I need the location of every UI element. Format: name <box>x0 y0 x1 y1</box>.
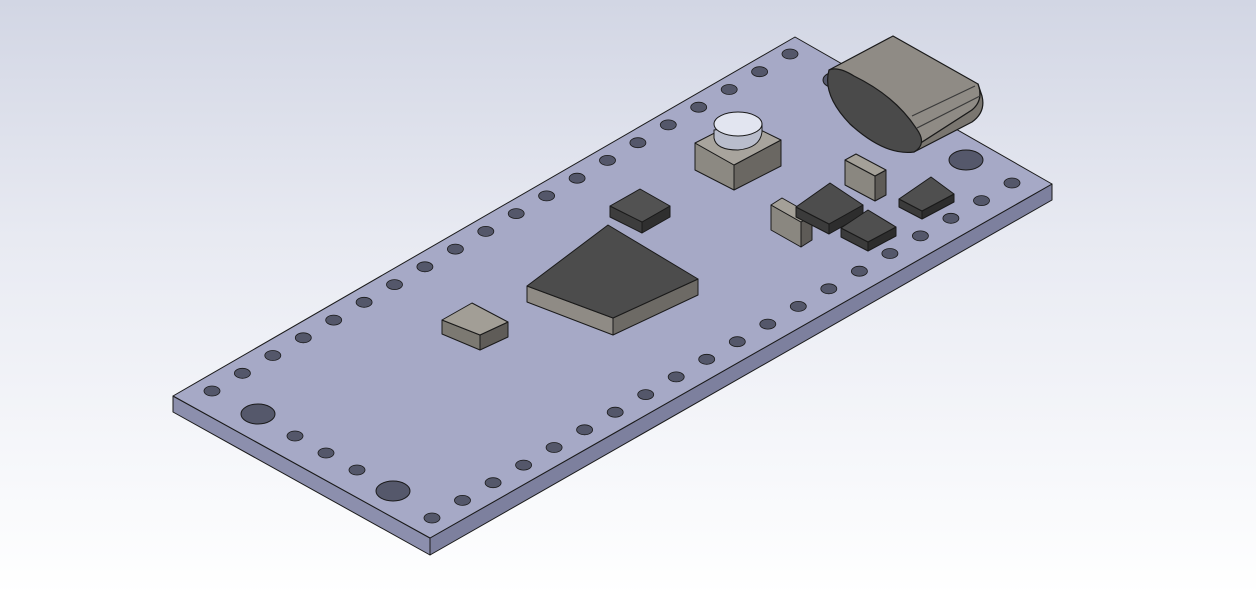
pin-hole <box>545 442 563 453</box>
pin-hole <box>286 430 304 442</box>
pin-hole <box>851 265 868 277</box>
pin-hole <box>325 314 343 326</box>
chip-top <box>609 188 671 223</box>
pin-holes <box>203 48 1021 524</box>
pin-hole <box>881 248 899 259</box>
pin-hole <box>294 332 312 344</box>
pin-hole <box>912 230 929 242</box>
pin-hole <box>1003 177 1021 189</box>
pin-hole <box>781 48 799 60</box>
pin-hole <box>233 367 251 379</box>
usb-c-connector <box>827 35 984 154</box>
pin-hole <box>659 119 677 131</box>
pin-hole <box>507 208 525 220</box>
pin-hole <box>973 195 990 207</box>
pin-hole <box>606 406 624 418</box>
mounting-hole <box>375 480 411 502</box>
pin-hole <box>576 424 593 436</box>
chip-top <box>898 176 955 212</box>
pin-hole <box>720 84 738 95</box>
mounting-hole <box>948 149 984 171</box>
crystal-top <box>441 302 509 336</box>
pin-hole <box>477 225 495 237</box>
usb-seam-line <box>916 95 981 129</box>
pin-hole <box>690 101 708 113</box>
pin-hole <box>203 385 221 397</box>
pin-hole <box>599 154 616 166</box>
pin-hole <box>416 261 434 273</box>
capacitor-top <box>844 153 887 177</box>
pin-hole <box>789 300 807 312</box>
pin-hole <box>698 353 716 365</box>
pin-hole <box>942 212 960 224</box>
usb-opening <box>827 68 923 154</box>
pin-hole <box>515 459 532 471</box>
pin-hole <box>348 464 366 476</box>
pin-hole <box>484 477 502 489</box>
pin-hole <box>264 350 282 361</box>
push-button <box>694 111 782 191</box>
pin-hole <box>454 494 471 506</box>
pin-hole <box>629 137 647 149</box>
small-ic-chip <box>609 188 671 234</box>
pin-hole <box>446 243 464 255</box>
pin-hole <box>386 279 403 291</box>
pin-hole <box>820 283 838 295</box>
pin-hole <box>423 512 441 524</box>
pin-hole <box>317 447 335 459</box>
chip-top <box>840 209 897 243</box>
usb-seam-line <box>911 85 976 117</box>
pin-hole <box>759 318 777 330</box>
crystal-component <box>441 302 509 351</box>
button-cap-top <box>713 111 763 137</box>
pin-hole <box>355 296 373 308</box>
pin-hole <box>728 336 746 348</box>
pin-hole <box>751 66 768 78</box>
pin-hole <box>637 389 655 401</box>
regulator-top <box>795 182 864 225</box>
pin-hole <box>667 371 685 383</box>
mounting-hole <box>240 403 276 425</box>
regulator-cluster <box>770 153 955 252</box>
microcontroller-chip <box>526 224 699 336</box>
mcu-top <box>526 224 699 319</box>
pin-hole <box>538 190 555 202</box>
pin-hole <box>568 172 586 184</box>
